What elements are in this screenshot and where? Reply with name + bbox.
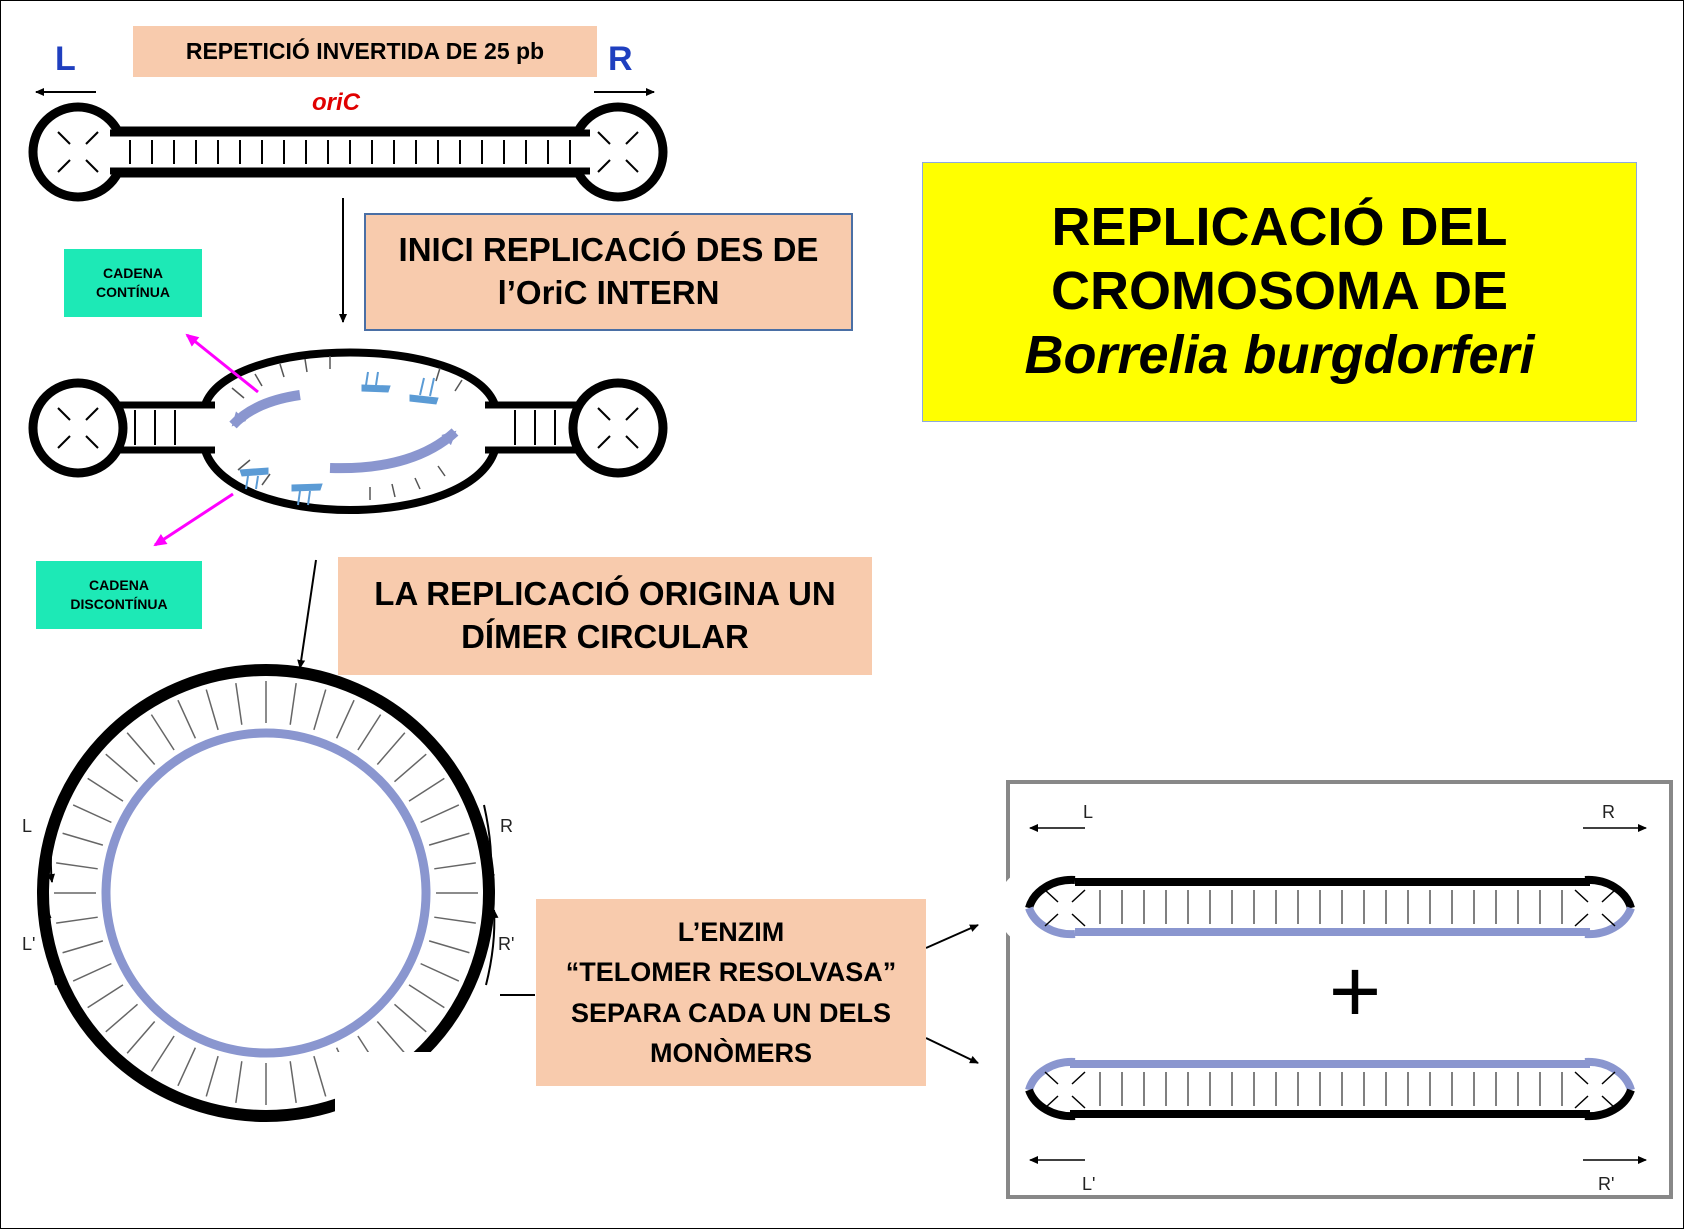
mono-bottom-r-label: R' — [1598, 1174, 1614, 1194]
telomere-resolvase-line-1: L’ENZIM — [677, 916, 785, 947]
discontinuous-strand-arrow — [153, 492, 234, 547]
discontinuous-strand-line-2: DISCONTÍNUA — [70, 596, 168, 612]
circular-dimer-line-2: DÍMER CIRCULAR — [461, 618, 749, 655]
dimer-r-prime-label: R' — [498, 934, 514, 954]
telomere-resolvase-box: L’ENZIM “TELOMER RESOLVASA” SEPARA CADA … — [536, 899, 926, 1086]
mono-bottom-l-label: L' — [1082, 1174, 1095, 1194]
replication-bubble — [28, 348, 668, 514]
circular-dimer-line-1: LA REPLICACIÓ ORIGINA UN — [374, 575, 836, 613]
arrow-to-top-monomer — [925, 924, 979, 949]
continuous-strand-line-1: CADENA — [103, 265, 163, 282]
telomere-resolvase-line-3: SEPARA CADA UN DELS — [570, 997, 892, 1028]
circular-dimer — [37, 664, 545, 1137]
left-end-label: L — [55, 40, 76, 78]
mono-top-l-label: L — [1083, 802, 1093, 822]
replication-start-line-1: INICI REPLICACIÓ DES DE — [398, 231, 819, 269]
continuous-strand-line-2: CONTÍNUA — [96, 284, 170, 300]
discontinuous-strand-box: CADENA DISCONTÍNUA — [36, 561, 202, 629]
title-species: Borrelia burgdorferi — [1024, 324, 1535, 385]
dimer-l-label: L — [22, 816, 32, 836]
replication-start-box: INICI REPLICACIÓ DES DE l’OriC INTERN — [364, 213, 853, 331]
dimer-l-prime-label: L' — [22, 934, 35, 954]
linear-chromosome — [28, 88, 668, 202]
continuous-strand-box: CADENA CONTÍNUA — [64, 249, 202, 317]
telomere-resolvase-line-2: “TELOMER RESOLVASA” — [565, 957, 897, 987]
title-box: REPLICACIÓ DEL CROMOSOMA DE Borrelia bur… — [922, 162, 1637, 422]
mono-top-r-label: R — [1602, 802, 1615, 822]
plus-sign: + — [1329, 942, 1382, 1042]
discontinuous-strand-line-1: CADENA — [89, 577, 149, 594]
inverted-repeat-box: REPETICIÓ INVERTIDA DE 25 pb — [133, 26, 597, 77]
replication-start-line-2: l’OriC INTERN — [497, 274, 720, 311]
telomere-resolvase-line-4: MONÒMERS — [650, 1038, 812, 1068]
continuous-strand-arrow — [185, 333, 259, 394]
origin-label: oriC — [312, 89, 361, 116]
monomers-panel — [997, 780, 1673, 1199]
title-line-2: CROMOSOMA DE — [1051, 261, 1508, 322]
inverted-repeat-text: REPETICIÓ INVERTIDA DE 25 pb — [185, 37, 545, 64]
arrow-to-dimer — [297, 559, 317, 669]
arrow-to-bottom-monomer — [925, 1037, 979, 1064]
right-end-label: R — [608, 40, 633, 78]
title-line-1: REPLICACIÓ DEL — [1051, 197, 1508, 258]
dimer-r-label: R — [500, 816, 513, 836]
circular-dimer-box: LA REPLICACIÓ ORIGINA UN DÍMER CIRCULAR — [338, 557, 872, 675]
